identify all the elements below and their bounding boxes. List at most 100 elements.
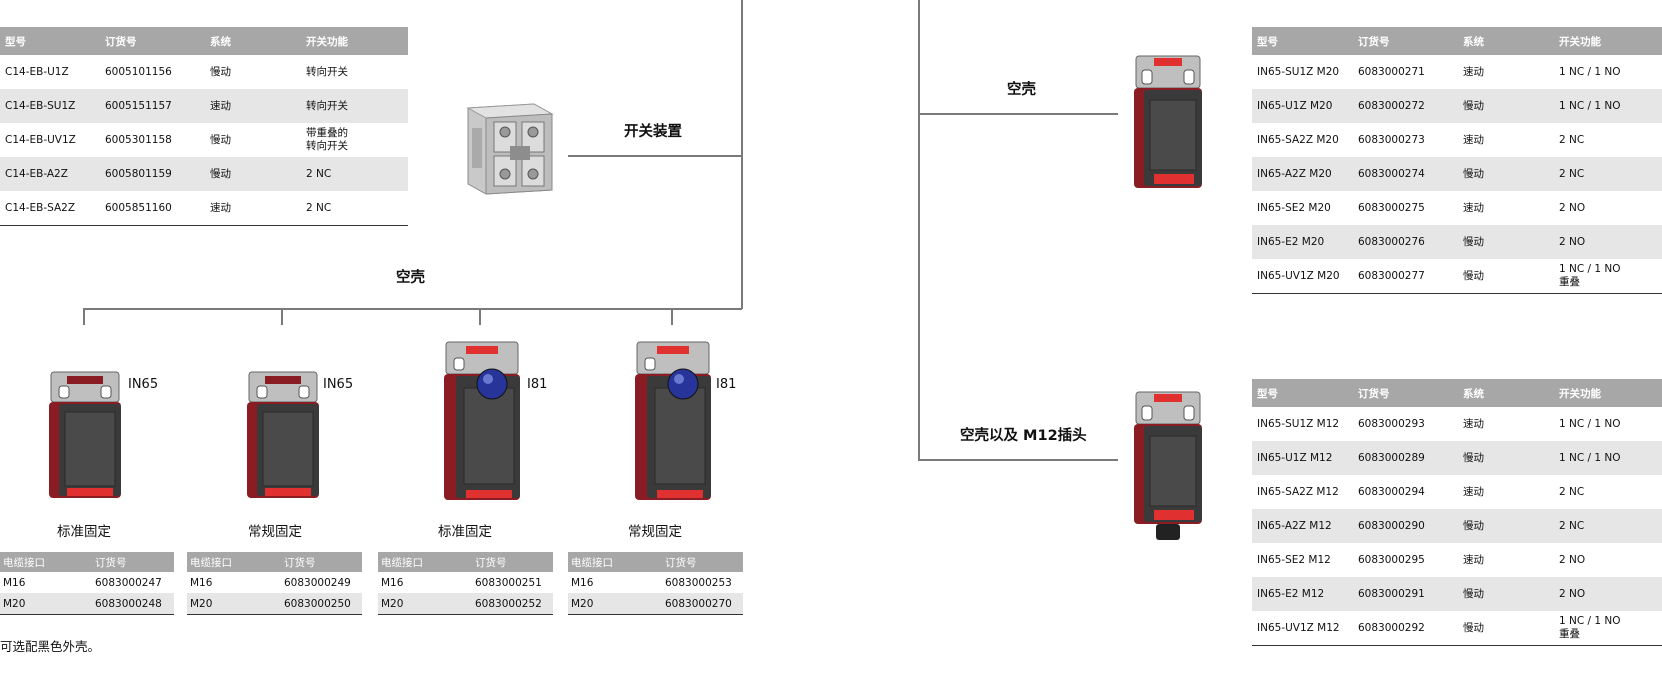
in65-housing-icon bbox=[243, 368, 323, 504]
connector-line bbox=[568, 155, 742, 157]
cell-order-no: 6083000253 bbox=[665, 576, 732, 589]
switch-insert-image bbox=[454, 98, 566, 198]
table-header-row: 型号 订货号 系统 开关功能 bbox=[1252, 379, 1662, 407]
cell-cable-entry: M20 bbox=[378, 593, 472, 615]
cell-function: 2 NC bbox=[1559, 133, 1585, 146]
column-header-cable-entry: 电缆接口 bbox=[378, 552, 472, 572]
cell-order-no: 6083000276 bbox=[1353, 225, 1458, 259]
cell-order-no: 6083000250 bbox=[281, 593, 362, 615]
cell-cable-entry: M16 bbox=[571, 576, 594, 589]
cell-function-line1: 1 NC / 1 NO bbox=[1559, 615, 1621, 627]
cell-model: C14-EB-U1Z bbox=[5, 65, 69, 78]
cell-function: 1 NC / 1 NO bbox=[1554, 89, 1662, 123]
connector-line bbox=[479, 308, 481, 325]
table-header-row: 型号 订货号 系统 开关功能 bbox=[1252, 27, 1662, 55]
cell-function: 2 NC bbox=[1559, 485, 1585, 498]
housing-caption: 常规固定 bbox=[628, 524, 682, 540]
cell-order-no: 6083000294 bbox=[1358, 485, 1425, 498]
cell-model: C14-EB-SA2Z bbox=[0, 191, 100, 226]
cell-order-no: 6083000248 bbox=[92, 593, 174, 615]
cell-function: 2 NC bbox=[1554, 509, 1662, 543]
column-header-cable-entry: 电缆接口 bbox=[187, 552, 281, 572]
cell-order-no: 6083000293 bbox=[1358, 417, 1425, 430]
table-row: M16 6083000251 bbox=[378, 572, 553, 593]
cell-order-no: 6083000274 bbox=[1353, 157, 1458, 191]
column-header-order-no: 订货号 bbox=[281, 552, 362, 572]
connector-line bbox=[281, 308, 283, 325]
column-header-model: 型号 bbox=[1252, 379, 1353, 407]
cell-model: IN65-SU1Z M20 bbox=[1257, 65, 1340, 78]
housing-tag: I81 bbox=[527, 377, 548, 392]
table-row: C14-EB-SA2Z 6005851160 速动 2 NC bbox=[0, 191, 408, 226]
cell-function-line1: 带重叠的 bbox=[306, 127, 348, 139]
cell-model: C14-EB-A2Z bbox=[0, 157, 100, 191]
cell-function: 2 NO bbox=[1559, 201, 1586, 214]
cell-model: IN65-SA2Z M20 bbox=[1257, 133, 1339, 146]
cell-cable-entry: M20 bbox=[187, 593, 281, 615]
cell-function: 转向开关 bbox=[306, 65, 348, 78]
table-row: IN65-SU1Z M20 6083000271 速动 1 NC / 1 NO bbox=[1252, 55, 1662, 89]
housing-tag: IN65 bbox=[323, 377, 354, 392]
cell-order-no: 6083000289 bbox=[1353, 441, 1458, 475]
cell-function: 1 NC / 1 NO bbox=[1559, 65, 1621, 78]
m20-housing-table: 型号 订货号 系统 开关功能 IN65-SU1Z M20 6083000271 速动… bbox=[1252, 27, 1662, 294]
cell-model: IN65-A2Z M20 bbox=[1252, 157, 1353, 191]
m12-housing-label: 空壳以及 M12插头 bbox=[960, 428, 1087, 444]
column-header-order-no: 订货号 bbox=[1353, 27, 1458, 55]
empty-housing-label: 空壳 bbox=[1007, 82, 1036, 98]
cell-order-no: 6005151157 bbox=[100, 89, 205, 123]
table-header-row: 电缆接口 订货号 bbox=[378, 552, 553, 572]
cell-system: 慢动 bbox=[1458, 611, 1554, 646]
cell-function-line2: 重叠 bbox=[1559, 628, 1580, 640]
cell-system: 速动 bbox=[1463, 485, 1484, 498]
cell-model: IN65-U1Z M20 bbox=[1252, 89, 1353, 123]
cell-model: IN65-SE2 M20 bbox=[1257, 201, 1331, 214]
connector-line bbox=[83, 308, 742, 310]
cell-order-no: 6083000291 bbox=[1353, 577, 1458, 611]
table-row: M16 6083000253 bbox=[568, 572, 743, 593]
cell-system: 速动 bbox=[1463, 65, 1484, 78]
cell-system: 速动 bbox=[1463, 417, 1484, 430]
column-header-function: 开关功能 bbox=[1554, 379, 1662, 407]
cell-system: 慢动 bbox=[210, 133, 231, 146]
cell-function: 1 NC / 1 NO bbox=[1554, 441, 1662, 475]
connector-line bbox=[918, 113, 1118, 115]
table-header-row: 电缆接口 订货号 bbox=[568, 552, 743, 572]
cell-order-no: 6083000270 bbox=[662, 593, 743, 615]
cell-function-line1: 1 NC / 1 NO bbox=[1559, 263, 1621, 275]
column-header-system: 系统 bbox=[1458, 379, 1554, 407]
column-header-function: 开关功能 bbox=[1554, 27, 1662, 55]
cell-model: IN65-SA2Z M12 bbox=[1257, 485, 1339, 498]
housing-caption: 标准固定 bbox=[438, 524, 492, 540]
cell-model: IN65-U1Z M12 bbox=[1252, 441, 1353, 475]
column-header-order-no: 订货号 bbox=[1353, 379, 1458, 407]
cell-model: IN65-UV1Z M20 bbox=[1252, 259, 1353, 294]
cell-order-no: 6005851160 bbox=[100, 191, 205, 226]
cell-model: C14-EB-UV1Z bbox=[5, 133, 76, 146]
column-header-function: 开关功能 bbox=[301, 27, 408, 55]
table-row: C14-EB-A2Z 6005801159 慢动 2 NC bbox=[0, 157, 408, 191]
i81-housing-icon bbox=[631, 338, 715, 506]
cell-order-no: 6083000290 bbox=[1353, 509, 1458, 543]
cell-system: 慢动 bbox=[1458, 577, 1554, 611]
cell-order-no: 6083000271 bbox=[1358, 65, 1425, 78]
cell-cable-entry: M16 bbox=[381, 576, 404, 589]
in65-m20-housing-icon bbox=[1132, 52, 1204, 192]
i81-housing-icon bbox=[440, 338, 524, 506]
column-header-system: 系统 bbox=[205, 27, 301, 55]
housing-group-label: 空壳 bbox=[396, 270, 425, 286]
switch-insert-label: 开关装置 bbox=[624, 124, 682, 140]
cell-order-no: 6083000251 bbox=[475, 576, 542, 589]
table-row: C14-EB-UV1Z 6005301158 慢动 带重叠的转向开关 bbox=[0, 123, 408, 157]
cell-order-no: 6083000247 bbox=[95, 576, 162, 589]
cell-function: 2 NO bbox=[1554, 577, 1662, 611]
